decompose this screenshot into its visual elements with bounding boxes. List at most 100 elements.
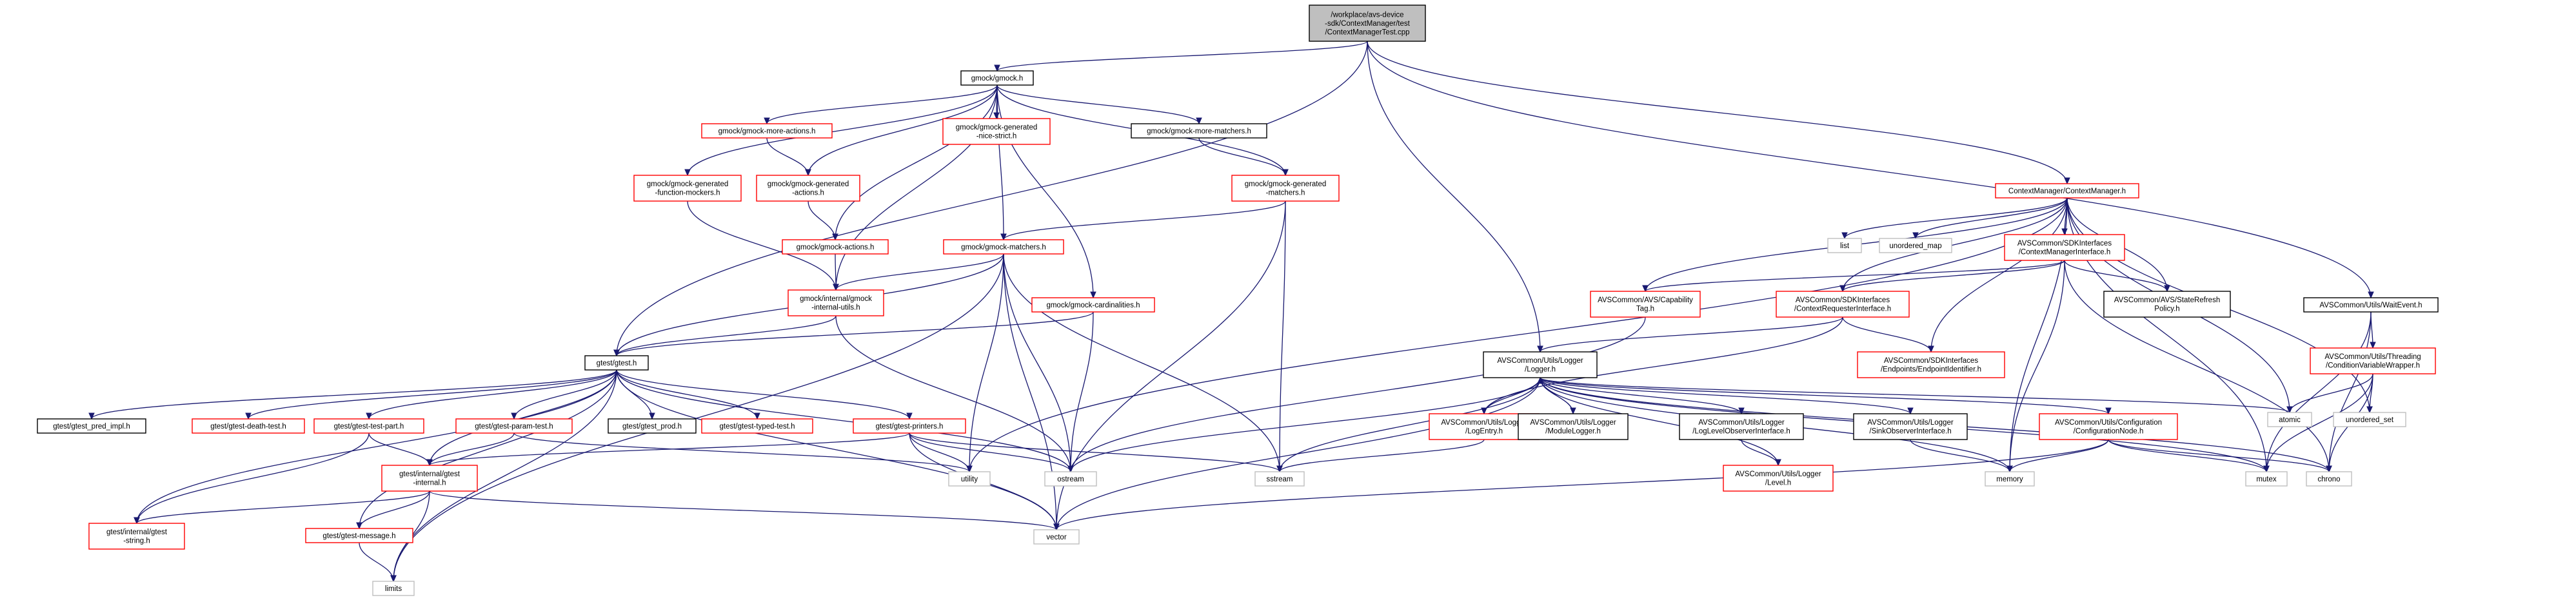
node-morematchers[interactable]: gmock/gmock-more-matchers.h — [1131, 123, 1267, 139]
node-box — [372, 581, 415, 596]
node-root[interactable]: /workplace/avs-device-sdk/ContextManager… — [1309, 5, 1426, 42]
edge-confignode-vector — [1053, 439, 2109, 531]
node-predimpl[interactable]: gtest/gtest_pred_impl.h — [37, 418, 146, 434]
node-label: AVSCommon/Utils/Logger — [1867, 419, 1954, 427]
node-deathtest[interactable]: gtest/gtest-death-test.h — [192, 418, 305, 434]
node-box — [455, 418, 573, 434]
node-level[interactable]: AVSCommon/Utils/Logger/Level.h — [1723, 465, 1834, 492]
node-label: gtest/gtest-param-test.h — [475, 423, 553, 431]
node-ctxreq[interactable]: AVSCommon/SDKInterfaces/ContextRequester… — [1776, 291, 1910, 318]
node-label: gtest/gtest_prod.h — [622, 423, 682, 431]
node-logger[interactable]: AVSCommon/Utils/Logger/Logger.h — [1483, 351, 1598, 378]
node-unordered_set[interactable]: unordered_set — [2333, 412, 2406, 427]
edge-ctxmgr-list — [1841, 197, 2068, 240]
node-gtest[interactable]: gtest/gtest.h — [584, 355, 649, 371]
node-ctxmgriface[interactable]: AVSCommon/SDKInterfaces/ContextManagerIn… — [2004, 234, 2125, 261]
node-printers[interactable]: gtest/gtest-printers.h — [853, 418, 966, 434]
node-atomic[interactable]: atomic — [2267, 412, 2312, 427]
node-label: limits — [385, 585, 402, 593]
node-label: gtest/gtest-test-part.h — [334, 423, 404, 431]
node-label: gtest/internal/gtest — [106, 528, 168, 536]
node-waitevent[interactable]: AVSCommon/Utils/WaitEvent.h — [2303, 297, 2439, 313]
edge-condvar-atomic — [2286, 373, 2373, 414]
edge-condvar-mutex — [2263, 373, 2373, 473]
node-label: /SinkObserverInterface.h — [1869, 428, 1951, 436]
node-box — [1985, 471, 2035, 487]
node-gennicestrict[interactable]: gmock/gmock-generated-nice-strict.h — [942, 118, 1051, 145]
node-condvar[interactable]: AVSCommon/Utils/Threading/ConditionVaria… — [2310, 347, 2436, 374]
edge-gmockinternal-gtest — [613, 315, 837, 357]
node-label: gtest/internal/gtest — [399, 470, 461, 478]
node-box — [782, 239, 889, 255]
node-ctxmgr[interactable]: ContextManager/ContextManager.h — [1995, 183, 2139, 198]
node-gteststring[interactable]: gtest/internal/gtest-string.h — [88, 523, 185, 550]
node-vector[interactable]: vector — [1033, 529, 1080, 545]
node-modulelogger[interactable]: AVSCommon/Utils/Logger/ModuleLogger.h — [1518, 413, 1629, 440]
node-genfunc[interactable]: gmock/gmock-generated-function-mockers.h — [633, 175, 742, 202]
node-sstream[interactable]: sstream — [1254, 471, 1305, 487]
node-moreactions[interactable]: gmock/gmock-more-actions.h — [701, 123, 833, 139]
node-genactions[interactable]: gmock/gmock-generated-actions.h — [756, 175, 860, 202]
node-paramtest[interactable]: gtest/gtest-param-test.h — [455, 418, 573, 434]
edge-logobserver-level — [1741, 439, 1781, 467]
edge-moreactions-genactions — [766, 137, 811, 177]
node-box — [37, 418, 146, 434]
edge-testpart-gtestinternal — [368, 432, 433, 467]
node-label: /ConfigurationNode.h — [2074, 428, 2144, 436]
node-mutex[interactable]: mutex — [2245, 471, 2288, 487]
node-box — [2310, 347, 2436, 374]
node-prod[interactable]: gtest/gtest_prod.h — [608, 418, 697, 434]
edge-root-gmock — [994, 41, 1368, 72]
node-box — [943, 239, 1064, 255]
node-box — [2004, 234, 2125, 261]
node-box — [1483, 351, 1598, 378]
node-label: AVSCommon/Utils/Threading — [2324, 353, 2421, 361]
node-typedtest[interactable]: gtest/gtest-typed-test.h — [701, 418, 813, 434]
node-gmockinternal[interactable]: gmock/internal/gmock-internal-utils.h — [788, 289, 884, 316]
node-label: AVSCommon/Utils/WaitEvent.h — [2319, 302, 2422, 309]
edge-ctxreq-endpointid — [1842, 316, 1934, 353]
node-label: list — [1840, 242, 1850, 250]
node-memory[interactable]: memory — [1985, 471, 2035, 487]
node-logobserver[interactable]: AVSCommon/Utils/Logger/LogLevelObserverI… — [1679, 413, 1804, 440]
edge-testpart-gteststring — [134, 432, 370, 525]
node-actions[interactable]: gmock/gmock-actions.h — [782, 239, 889, 255]
node-utility[interactable]: utility — [948, 471, 991, 487]
node-sinkobserver[interactable]: AVSCommon/Utils/Logger/SinkObserverInter… — [1853, 413, 1968, 440]
node-genmatchers[interactable]: gmock/gmock-generated-matchers.h — [1231, 175, 1340, 202]
node-box — [633, 175, 742, 202]
node-box — [1518, 413, 1629, 440]
node-ostream[interactable]: ostream — [1044, 471, 1097, 487]
edge-confignode-mutex — [2108, 439, 2270, 473]
edge-waitevent-mutex — [2263, 311, 2372, 473]
node-list[interactable]: list — [1827, 238, 1862, 253]
node-label: gtest/gtest-message.h — [322, 532, 395, 540]
node-box — [1879, 238, 1952, 253]
edge-gtestinternal-gteststring — [134, 490, 430, 525]
node-label: /ContextRequesterInterface.h — [1794, 305, 1891, 313]
node-box — [1031, 297, 1155, 313]
edge-gmock-morematchers — [996, 84, 1202, 125]
node-chrono[interactable]: chrono — [2306, 471, 2352, 487]
node-cardinalities[interactable]: gmock/gmock-cardinalities.h — [1031, 297, 1155, 313]
node-unordered_map[interactable]: unordered_map — [1879, 238, 1952, 253]
edge-cardinalities-ostream — [1067, 311, 1094, 473]
node-gtestinternal[interactable]: gtest/internal/gtest-internal.h — [381, 465, 478, 492]
edge-gtest-testpart — [366, 369, 617, 420]
edge-printers-gtestinternal — [426, 432, 910, 467]
node-message[interactable]: gtest/gtest-message.h — [305, 528, 413, 543]
node-limits[interactable]: limits — [372, 581, 415, 596]
node-testpart[interactable]: gtest/gtest-test-part.h — [313, 418, 424, 434]
node-box — [2267, 412, 2312, 427]
edge-ctxmgr-utility — [966, 197, 2068, 473]
node-confignode[interactable]: AVSCommon/Utils/Configuration/Configurat… — [2039, 413, 2178, 440]
node-box — [608, 418, 697, 434]
node-label: vector — [1046, 534, 1066, 541]
node-label: gmock/gmock-cardinalities.h — [1046, 302, 1140, 309]
node-matchers[interactable]: gmock/gmock-matchers.h — [943, 239, 1064, 255]
edge-ctxmgriface-memory — [2006, 260, 2065, 473]
node-endpointid[interactable]: AVSCommon/SDKInterfaces/Endpoints/Endpoi… — [1857, 351, 2005, 378]
node-gmock[interactable]: gmock/gmock.h — [960, 70, 1034, 86]
